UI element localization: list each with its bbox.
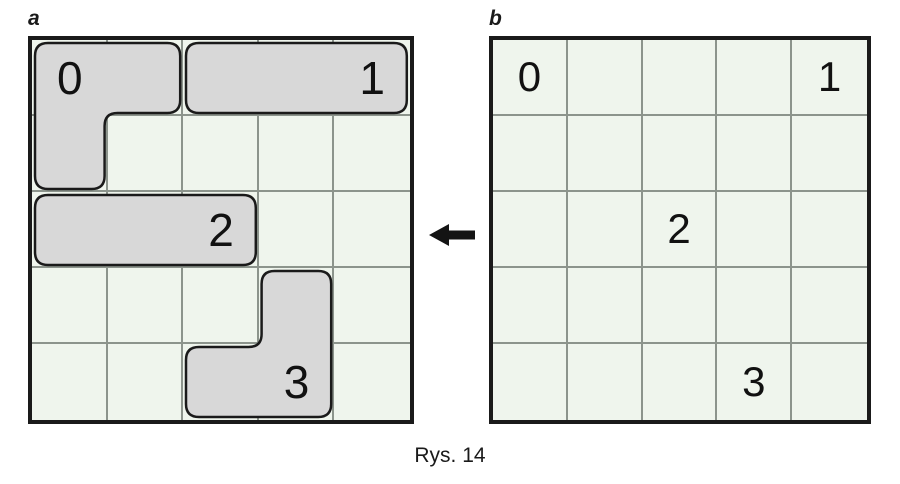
board-b-cells: 0 1 2 3: [493, 40, 867, 420]
board-a-cell-r1-c3[interactable]: [258, 116, 335, 192]
board-a-cell-r1-c1[interactable]: [107, 116, 184, 192]
board-a-cell-r4-c0[interactable]: [32, 344, 108, 420]
board-a-piece-1-label: 1: [359, 52, 385, 104]
board-a-piece-1[interactable]: 1: [183, 40, 410, 116]
board-b-cell-value: 0: [517, 53, 542, 100]
board-b-cell-r1-c4[interactable]: [792, 116, 867, 192]
board-b-cell-r0-c3[interactable]: [717, 40, 793, 116]
board-a-cell-r2-c3[interactable]: [258, 192, 335, 268]
board-b-cell-r1-c0[interactable]: [493, 116, 568, 192]
board-b-cell-r0-c2[interactable]: [642, 40, 718, 116]
board-b-cell-r3-c2[interactable]: [642, 268, 718, 344]
board-b-cell-r2-c1[interactable]: [567, 192, 643, 268]
board-b-cell-r4-c1[interactable]: [567, 344, 643, 420]
board-a-cell-r2-c4[interactable]: [334, 192, 410, 268]
board-b-cell-value: 1: [817, 53, 842, 100]
figure-caption: Rys. 14: [414, 444, 486, 467]
board-a-cell-r3-c2[interactable]: [183, 268, 259, 344]
board-b-cell-r2-c3[interactable]: [717, 192, 793, 268]
board-a-cell-r1-c2[interactable]: [183, 116, 259, 192]
board-b-cell-r3-c4[interactable]: [792, 268, 867, 344]
board-b-cell-r1-c3[interactable]: [717, 116, 793, 192]
board-b-cell-r3-c3[interactable]: [717, 268, 793, 344]
board-a-cell-r3-c1[interactable]: [107, 268, 184, 344]
board-a-piece-2[interactable]: 2: [32, 192, 259, 268]
board-b-cell-r4-c2[interactable]: [642, 344, 718, 420]
board-b-cell-r4-c0[interactable]: [493, 344, 568, 420]
board-a-piece-3-label: 3: [283, 356, 310, 408]
board-a-piece-0-label: 0: [57, 52, 83, 104]
panel-label-a: a: [28, 7, 40, 30]
board-b-cell-value: 3: [742, 358, 766, 405]
board-a-cell-r3-c4[interactable]: [334, 268, 410, 344]
left-arrow-icon: [419, 218, 481, 252]
board-a-piece-3[interactable]: 3: [183, 268, 334, 420]
board-b-cell-r1-c2[interactable]: [642, 116, 718, 192]
board-b-cell-r2-c0[interactable]: [493, 192, 568, 268]
board-a-pieces: 0 1 2 3: [32, 40, 410, 420]
board-a-cell-r3-c0[interactable]: [32, 268, 108, 344]
board-b-cell-r4-c3[interactable]: 3: [717, 344, 793, 420]
board-b-cell-value: 2: [667, 205, 691, 252]
board-a-cell-r4-c4[interactable]: [334, 344, 410, 420]
panel-label-b: b: [489, 7, 502, 30]
board-a-piece-2-label: 2: [208, 204, 234, 256]
board-b-cell-r1-c1[interactable]: [567, 116, 643, 192]
board-b-cell-r3-c1[interactable]: [567, 268, 643, 344]
board-b-cell-r0-c1[interactable]: [567, 40, 643, 116]
board-b-cell-r0-c4[interactable]: 1: [792, 40, 867, 116]
board-a: 0 1 2 3: [28, 36, 414, 424]
board-b-cell-r4-c4[interactable]: [792, 344, 867, 420]
board-b-cell-r3-c0[interactable]: [493, 268, 568, 344]
board-b: 0 1 2 3: [489, 36, 871, 424]
board-a-cell-r4-c1[interactable]: [107, 344, 184, 420]
board-b-cell-r2-c4[interactable]: [792, 192, 867, 268]
board-b-cell-r2-c2[interactable]: 2: [642, 192, 718, 268]
board-a-piece-0[interactable]: 0: [32, 40, 183, 192]
board-a-cell-r1-c4[interactable]: [334, 116, 410, 192]
board-b-cell-r0-c0[interactable]: 0: [493, 40, 568, 116]
